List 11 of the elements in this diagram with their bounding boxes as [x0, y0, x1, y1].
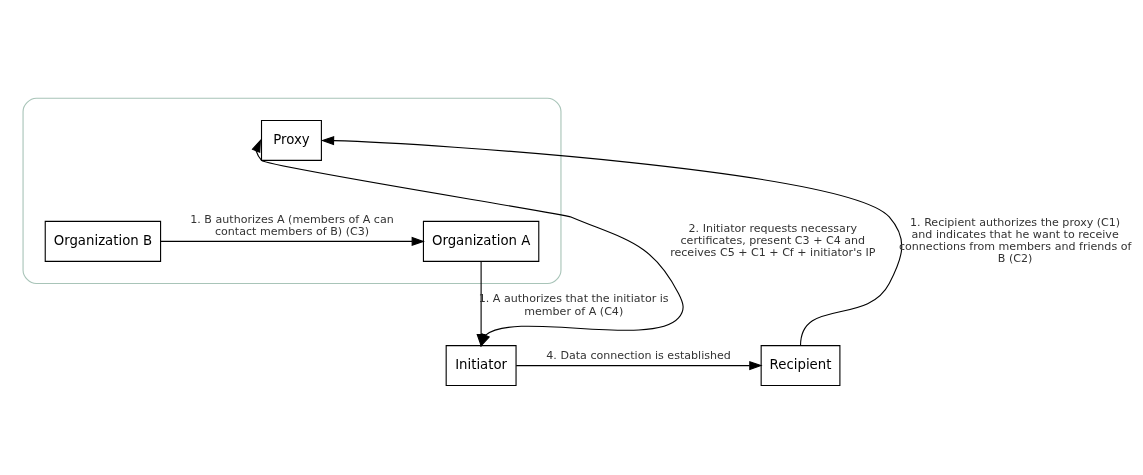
node-box: Proxy — [260, 119, 322, 161]
node-box: Recipient — [760, 345, 841, 387]
node-box: Initiator — [445, 345, 517, 387]
edge-label: 2. Initiator requests necessary certificates, present C3 + C4 and receives C5 + C1 + Cf + initiator's IP — [670, 221, 876, 260]
edge-label: 4. Data connection is established — [546, 348, 731, 362]
cluster — [22, 97, 562, 285]
node-box: Organization B — [44, 220, 162, 262]
node-box: Organization A — [422, 220, 540, 262]
edge-label: 1. B authorizes A (members of A can contact members of B) (C3) — [190, 212, 394, 238]
arrow — [160, 236, 425, 247]
arrow — [515, 360, 763, 371]
